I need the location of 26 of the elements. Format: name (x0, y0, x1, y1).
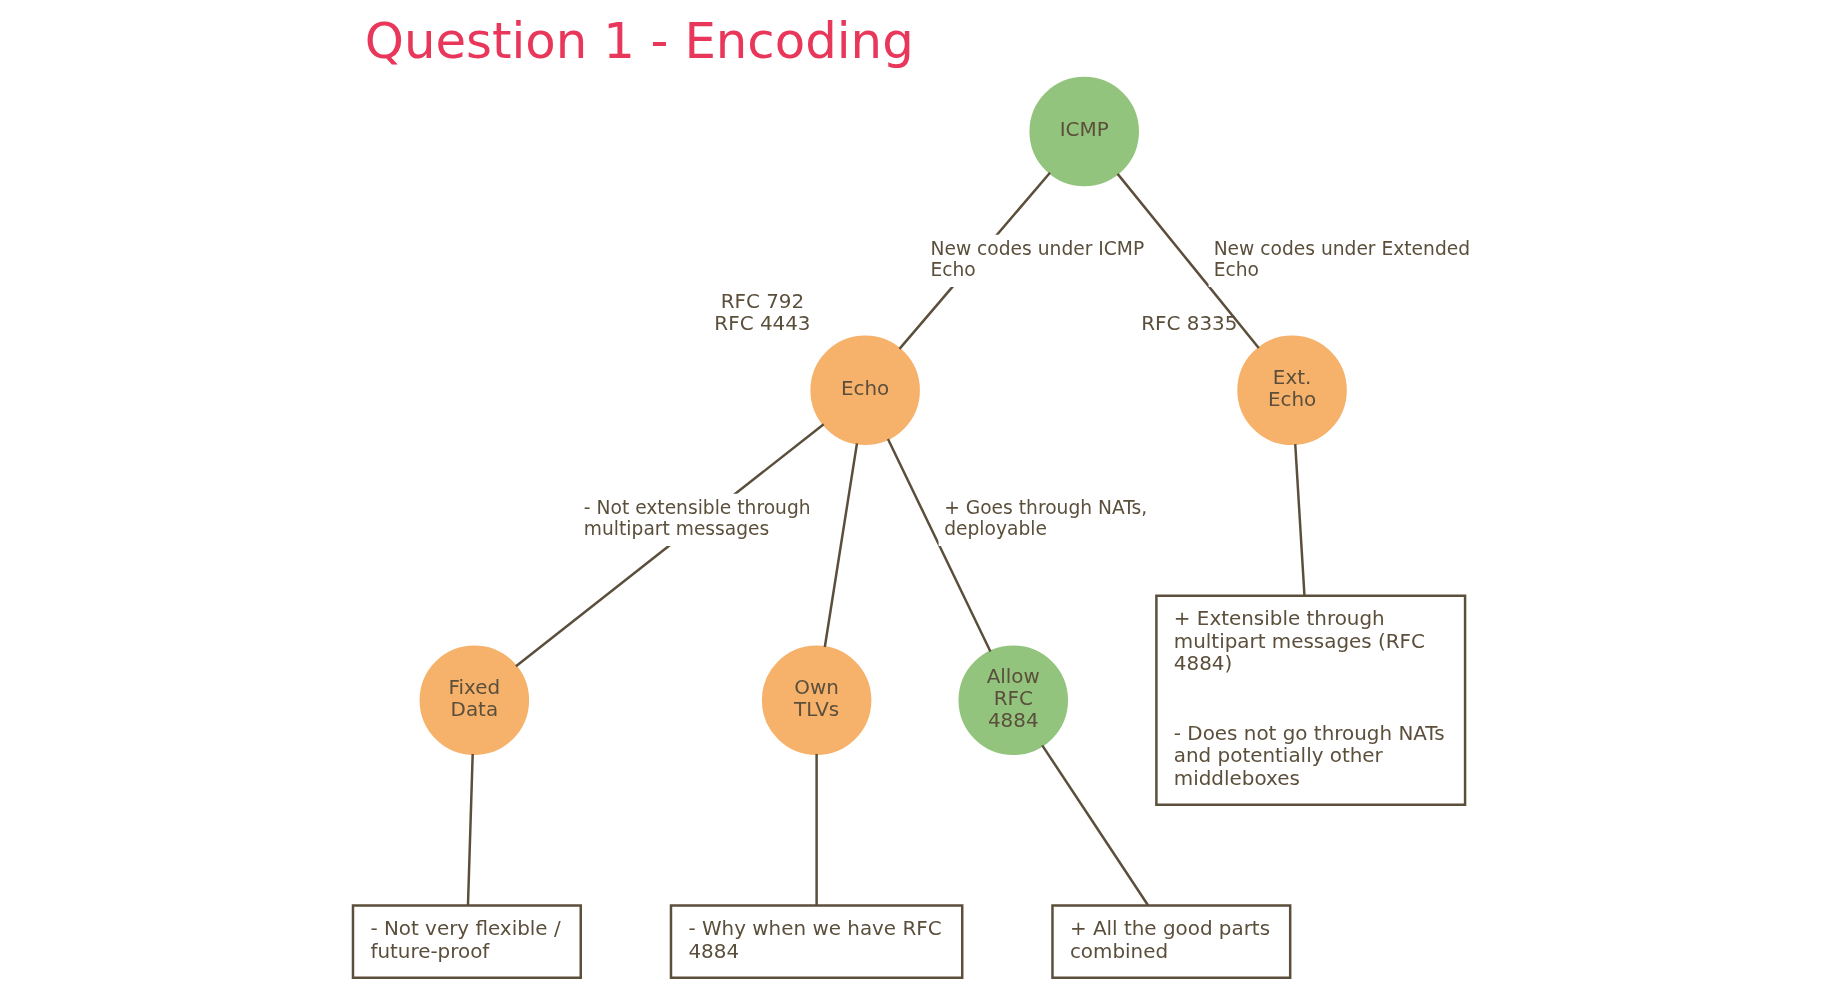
connector (514, 423, 824, 668)
node-circle: Allow RFC 4884 (958, 645, 1068, 755)
node-label: RFC 4443 (713, 312, 811, 336)
edge-label: New codes under Extended Echo (1213, 237, 1470, 280)
node-label: RFC 792 (720, 289, 804, 313)
connector (823, 443, 858, 648)
edge-label: - Not extensible through multipart messages (583, 496, 811, 539)
connector (1040, 744, 1149, 907)
node-circle: Fixed Data (419, 645, 529, 755)
connector (1293, 444, 1306, 596)
connector (886, 438, 992, 653)
node-circle: Ext. Echo (1236, 335, 1347, 446)
connector (1116, 173, 1260, 349)
node-box: + Extensible through multipart messages (RFC 4884) - Does not go through NATs and potentially other middleboxes (1154, 594, 1466, 807)
node-label: RFC 8335 (1140, 312, 1237, 336)
connector (466, 753, 474, 906)
edge-label: New codes under ICMP Echo (929, 237, 1144, 280)
node-box: - Why when we have RFC 4884 (669, 904, 963, 980)
node-circle: Echo (809, 335, 920, 446)
node-box: + All the good parts combined (1050, 904, 1291, 980)
edge-label: + Goes through NATs, deployable (943, 496, 1147, 539)
node-circle: Own TLVs (761, 645, 871, 755)
node-circle: ICMP (1028, 76, 1139, 187)
node-box: - Not very flexible / future-proof (351, 904, 582, 980)
diagram-title: Question 1 - Encoding (364, 12, 914, 71)
connector (814, 753, 818, 906)
